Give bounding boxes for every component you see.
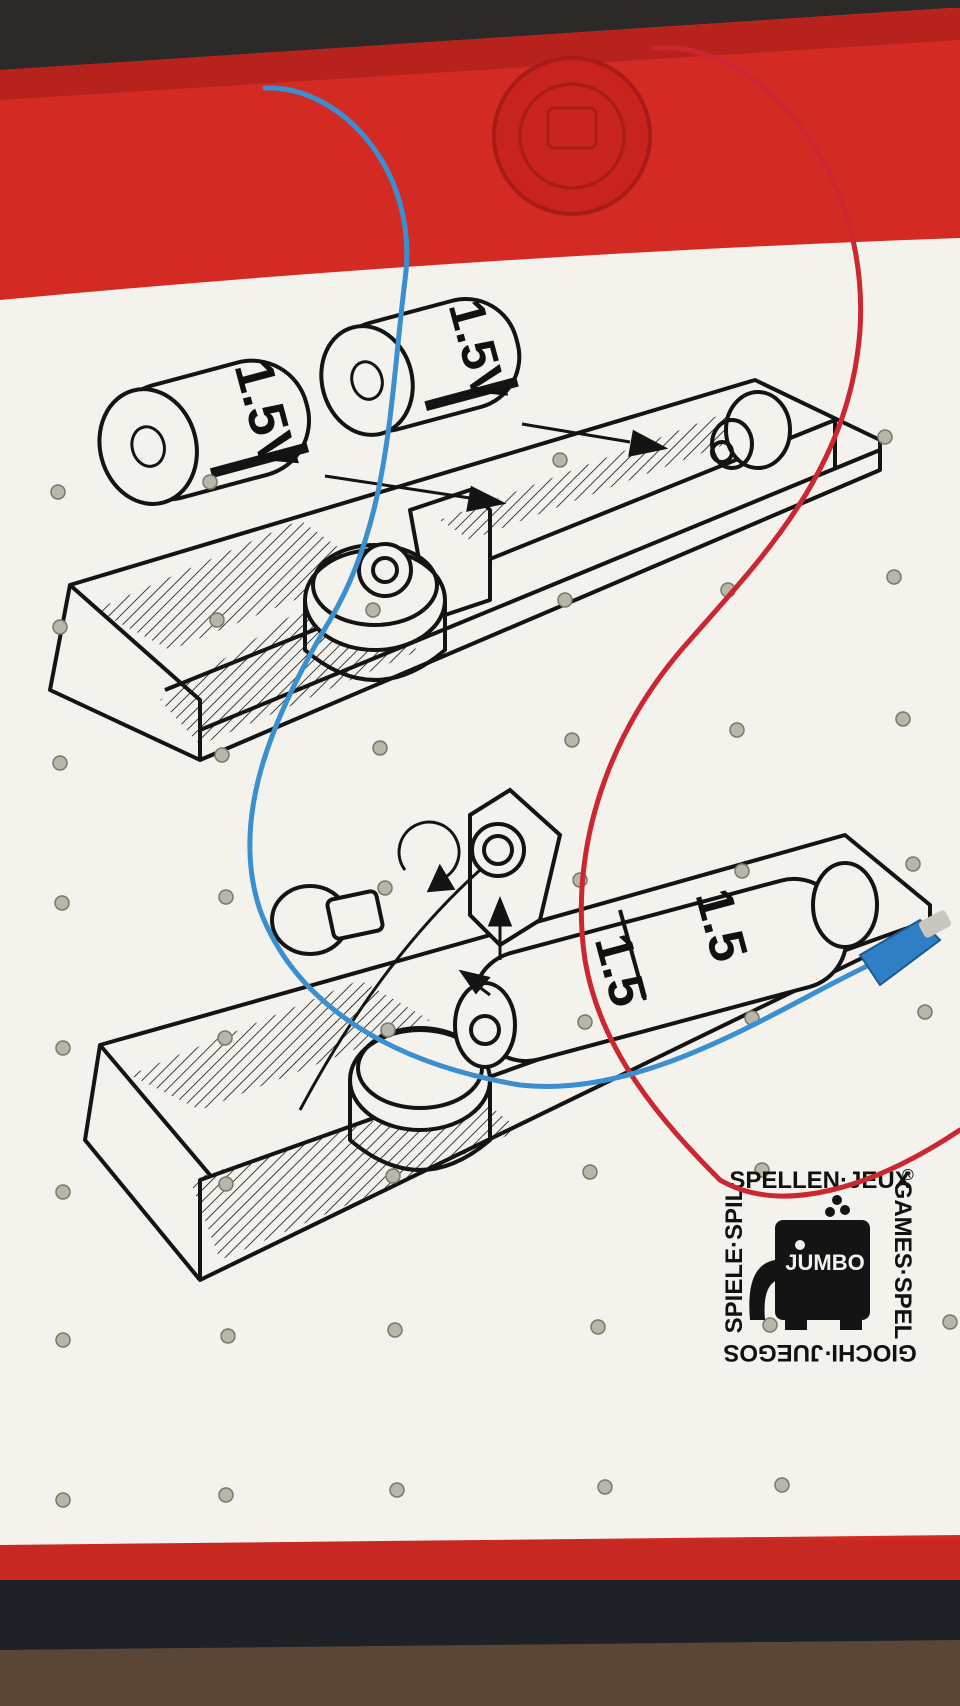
battery-holder-top bbox=[48, 378, 882, 762]
brand-ring-left: SPIELE·SPIL bbox=[721, 1187, 748, 1334]
blue-wire bbox=[247, 85, 883, 1089]
box-bottom-rim bbox=[0, 1540, 960, 1580]
blue-connector-clip bbox=[858, 910, 952, 987]
bulb-icon bbox=[270, 820, 461, 956]
box-top-rim bbox=[0, 8, 960, 100]
elephant-logo: JUMBO bbox=[749, 1195, 870, 1330]
registered-mark: ® bbox=[902, 1167, 914, 1184]
socket-icon bbox=[298, 787, 563, 1111]
rivet-holes bbox=[50, 429, 958, 1508]
embossed-seal bbox=[492, 56, 652, 216]
brand-ring-bottom: GIOCHI·JUEGOS bbox=[723, 1339, 916, 1366]
battery-holder-bottom bbox=[83, 833, 932, 1282]
brand-ring-right: GAMES·SPEL bbox=[889, 1181, 916, 1340]
insert-arrows-bottom bbox=[458, 895, 513, 997]
red-wire bbox=[578, 45, 960, 1199]
brand-name: JUMBO bbox=[785, 1250, 864, 1275]
insert-arrows-top bbox=[324, 422, 669, 512]
